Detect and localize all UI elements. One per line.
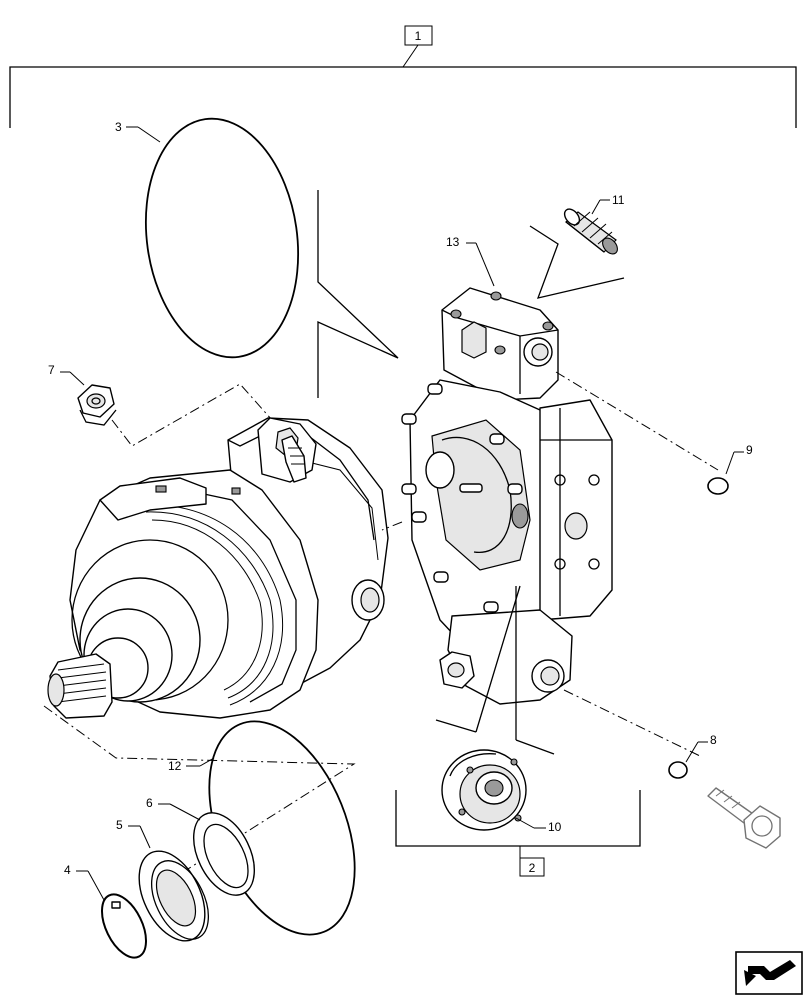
leader-11: 11	[529, 193, 625, 299]
shim-ring	[192, 812, 256, 896]
projection-lines	[317, 190, 399, 398]
leader-10: 10	[515, 817, 562, 834]
leader-7: 7	[48, 363, 85, 386]
studs	[401, 383, 523, 613]
group-bracket-2: 2	[395, 585, 641, 877]
flange-nut	[77, 384, 117, 426]
leader-9: 9	[725, 443, 753, 475]
callout-7: 7	[48, 363, 55, 377]
shaft-seal	[138, 850, 210, 942]
callout-9: 9	[746, 443, 753, 457]
leader-3: 3	[115, 120, 161, 143]
callout-11: 11	[612, 193, 625, 207]
callout-10: 10	[548, 820, 562, 834]
filter-cartridge	[563, 208, 618, 255]
valve-block	[401, 287, 613, 705]
o-ring-large	[144, 117, 300, 359]
leader-6: 6	[146, 796, 201, 821]
o-ring-9	[707, 477, 729, 495]
centerline-7	[111, 383, 273, 447]
leader-13: 13	[446, 235, 495, 287]
centerline-9	[555, 371, 719, 471]
centerline-seals	[43, 705, 356, 875]
callout-8: 8	[710, 733, 717, 747]
o-ring-8	[668, 761, 688, 779]
callout-2: 2	[529, 861, 536, 875]
callout-4: 4	[64, 863, 71, 877]
callout-1: 1	[415, 29, 422, 43]
gear-pump	[441, 749, 527, 831]
return-arrow-icon[interactable]	[735, 951, 803, 995]
leader-4: 4	[64, 863, 105, 901]
leader-5: 5	[116, 818, 151, 849]
leader-12: 12	[168, 757, 215, 773]
group-bracket-1: 1	[9, 25, 797, 128]
snap-ring	[101, 893, 147, 959]
callout-13: 13	[446, 235, 460, 249]
hydraulic-motor	[47, 417, 389, 719]
callout-5: 5	[116, 818, 123, 832]
callout-6: 6	[146, 796, 153, 810]
callout-12: 12	[168, 759, 182, 773]
leader-8: 8	[685, 733, 717, 763]
hex-bolt	[707, 787, 781, 849]
callout-3: 3	[115, 120, 122, 134]
centerline-8	[563, 689, 701, 757]
centerline-stud	[381, 521, 403, 531]
